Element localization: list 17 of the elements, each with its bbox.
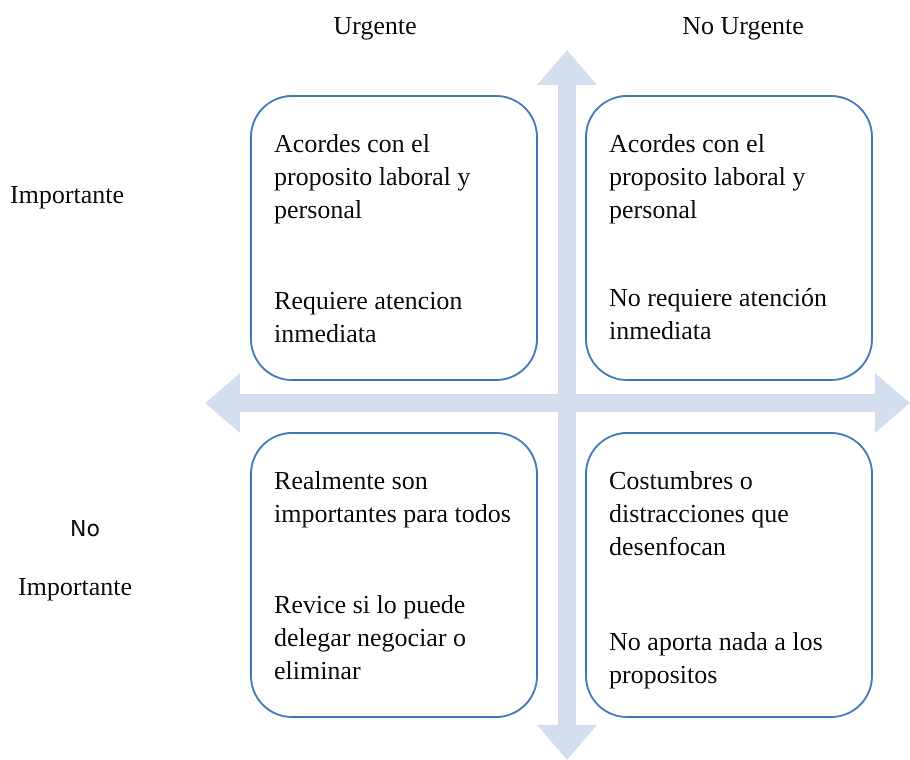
box-text: Realmente son importantes para todos — [274, 465, 512, 530]
quadrant-box — [250, 432, 538, 718]
quadrant-box — [585, 432, 873, 718]
box-text: Requiere atencion inmediata — [274, 285, 464, 350]
box-text: No aporta nada a los propositos — [609, 626, 824, 691]
column-heading: Urgente — [332, 10, 418, 42]
box-text: Acordes con el proposito laboral y personal — [609, 128, 806, 226]
quadrant-box — [585, 95, 873, 381]
quadrant-box — [250, 95, 538, 381]
box-text: Acordes con el proposito laboral y personal — [274, 128, 472, 226]
row-heading: No — [70, 516, 101, 544]
box-text: Revice si lo puede delegar negociar o eliminar — [274, 589, 468, 687]
box-text: No requiere atención inmediata — [609, 282, 828, 347]
row-heading: Importante — [18, 571, 134, 603]
row-heading: Importante — [10, 179, 126, 211]
column-heading: No Urgente — [681, 10, 805, 42]
box-text: Costumbres o distracciones que desenfocan — [609, 465, 790, 563]
